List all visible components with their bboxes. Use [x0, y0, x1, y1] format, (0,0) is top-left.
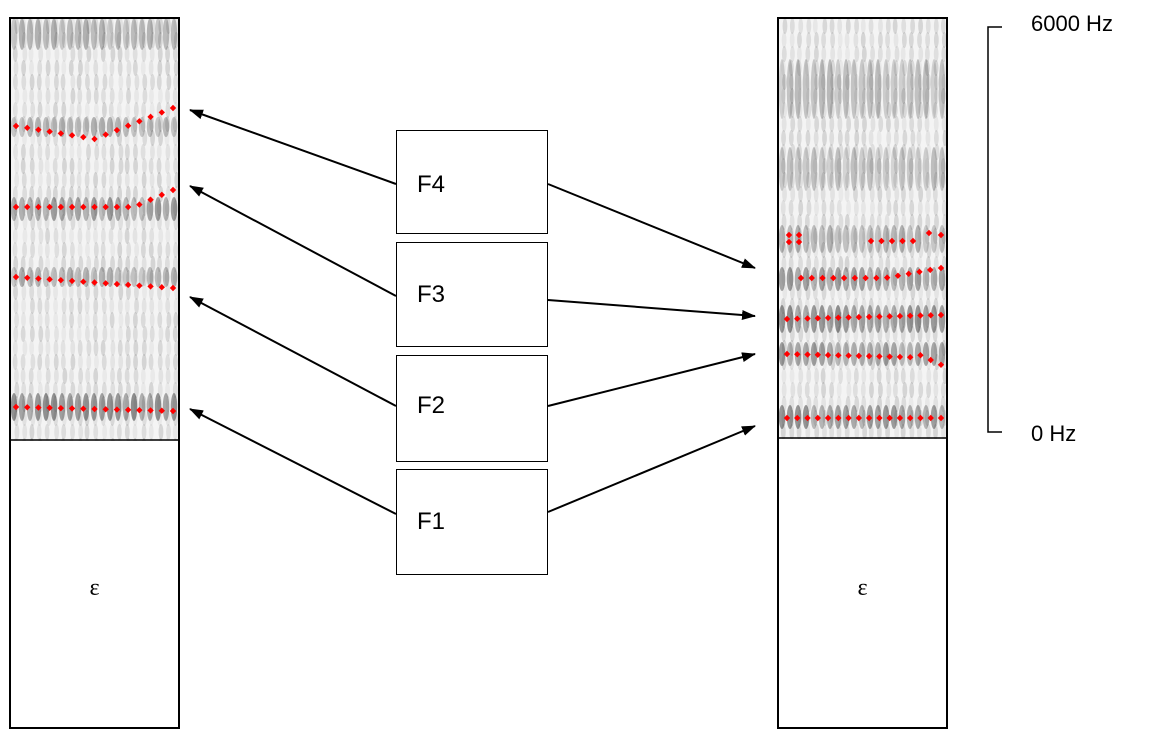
scale-top-label: 6000 Hz [1031, 11, 1113, 36]
formant-label-f1: F1 [417, 508, 446, 535]
formant-box-f2: F2 [396, 355, 548, 462]
formant-label-f4: F4 [417, 171, 446, 198]
arrow-f2-right [547, 352, 756, 407]
right-spectrogram-panel: ε [777, 17, 948, 729]
arrow-f4-right [547, 183, 756, 269]
arrow-f3-left [189, 185, 397, 297]
left-vowel-label: ε [89, 575, 100, 601]
left-spectrogram-panel: ε [9, 17, 180, 729]
formant-box-f4: F4 [396, 130, 548, 234]
right-spectrogram [779, 19, 946, 439]
arrow-f1-right [547, 425, 756, 513]
formant-box-f1: F1 [396, 469, 548, 575]
arrow-f2-left [189, 296, 397, 407]
formant-label-f3: F3 [417, 281, 446, 308]
left-spectrogram [11, 19, 178, 441]
arrow-f4-left [189, 109, 397, 185]
scale-bottom-label: 0 Hz [1031, 421, 1077, 446]
arrow-f3-right [547, 299, 756, 320]
formant-box-f3: F3 [396, 242, 548, 347]
right-vowel-label: ε [857, 575, 868, 601]
formant-label-f2: F2 [417, 392, 446, 419]
arrow-f1-left [189, 408, 397, 515]
frequency-scale-bracket [987, 26, 1002, 433]
